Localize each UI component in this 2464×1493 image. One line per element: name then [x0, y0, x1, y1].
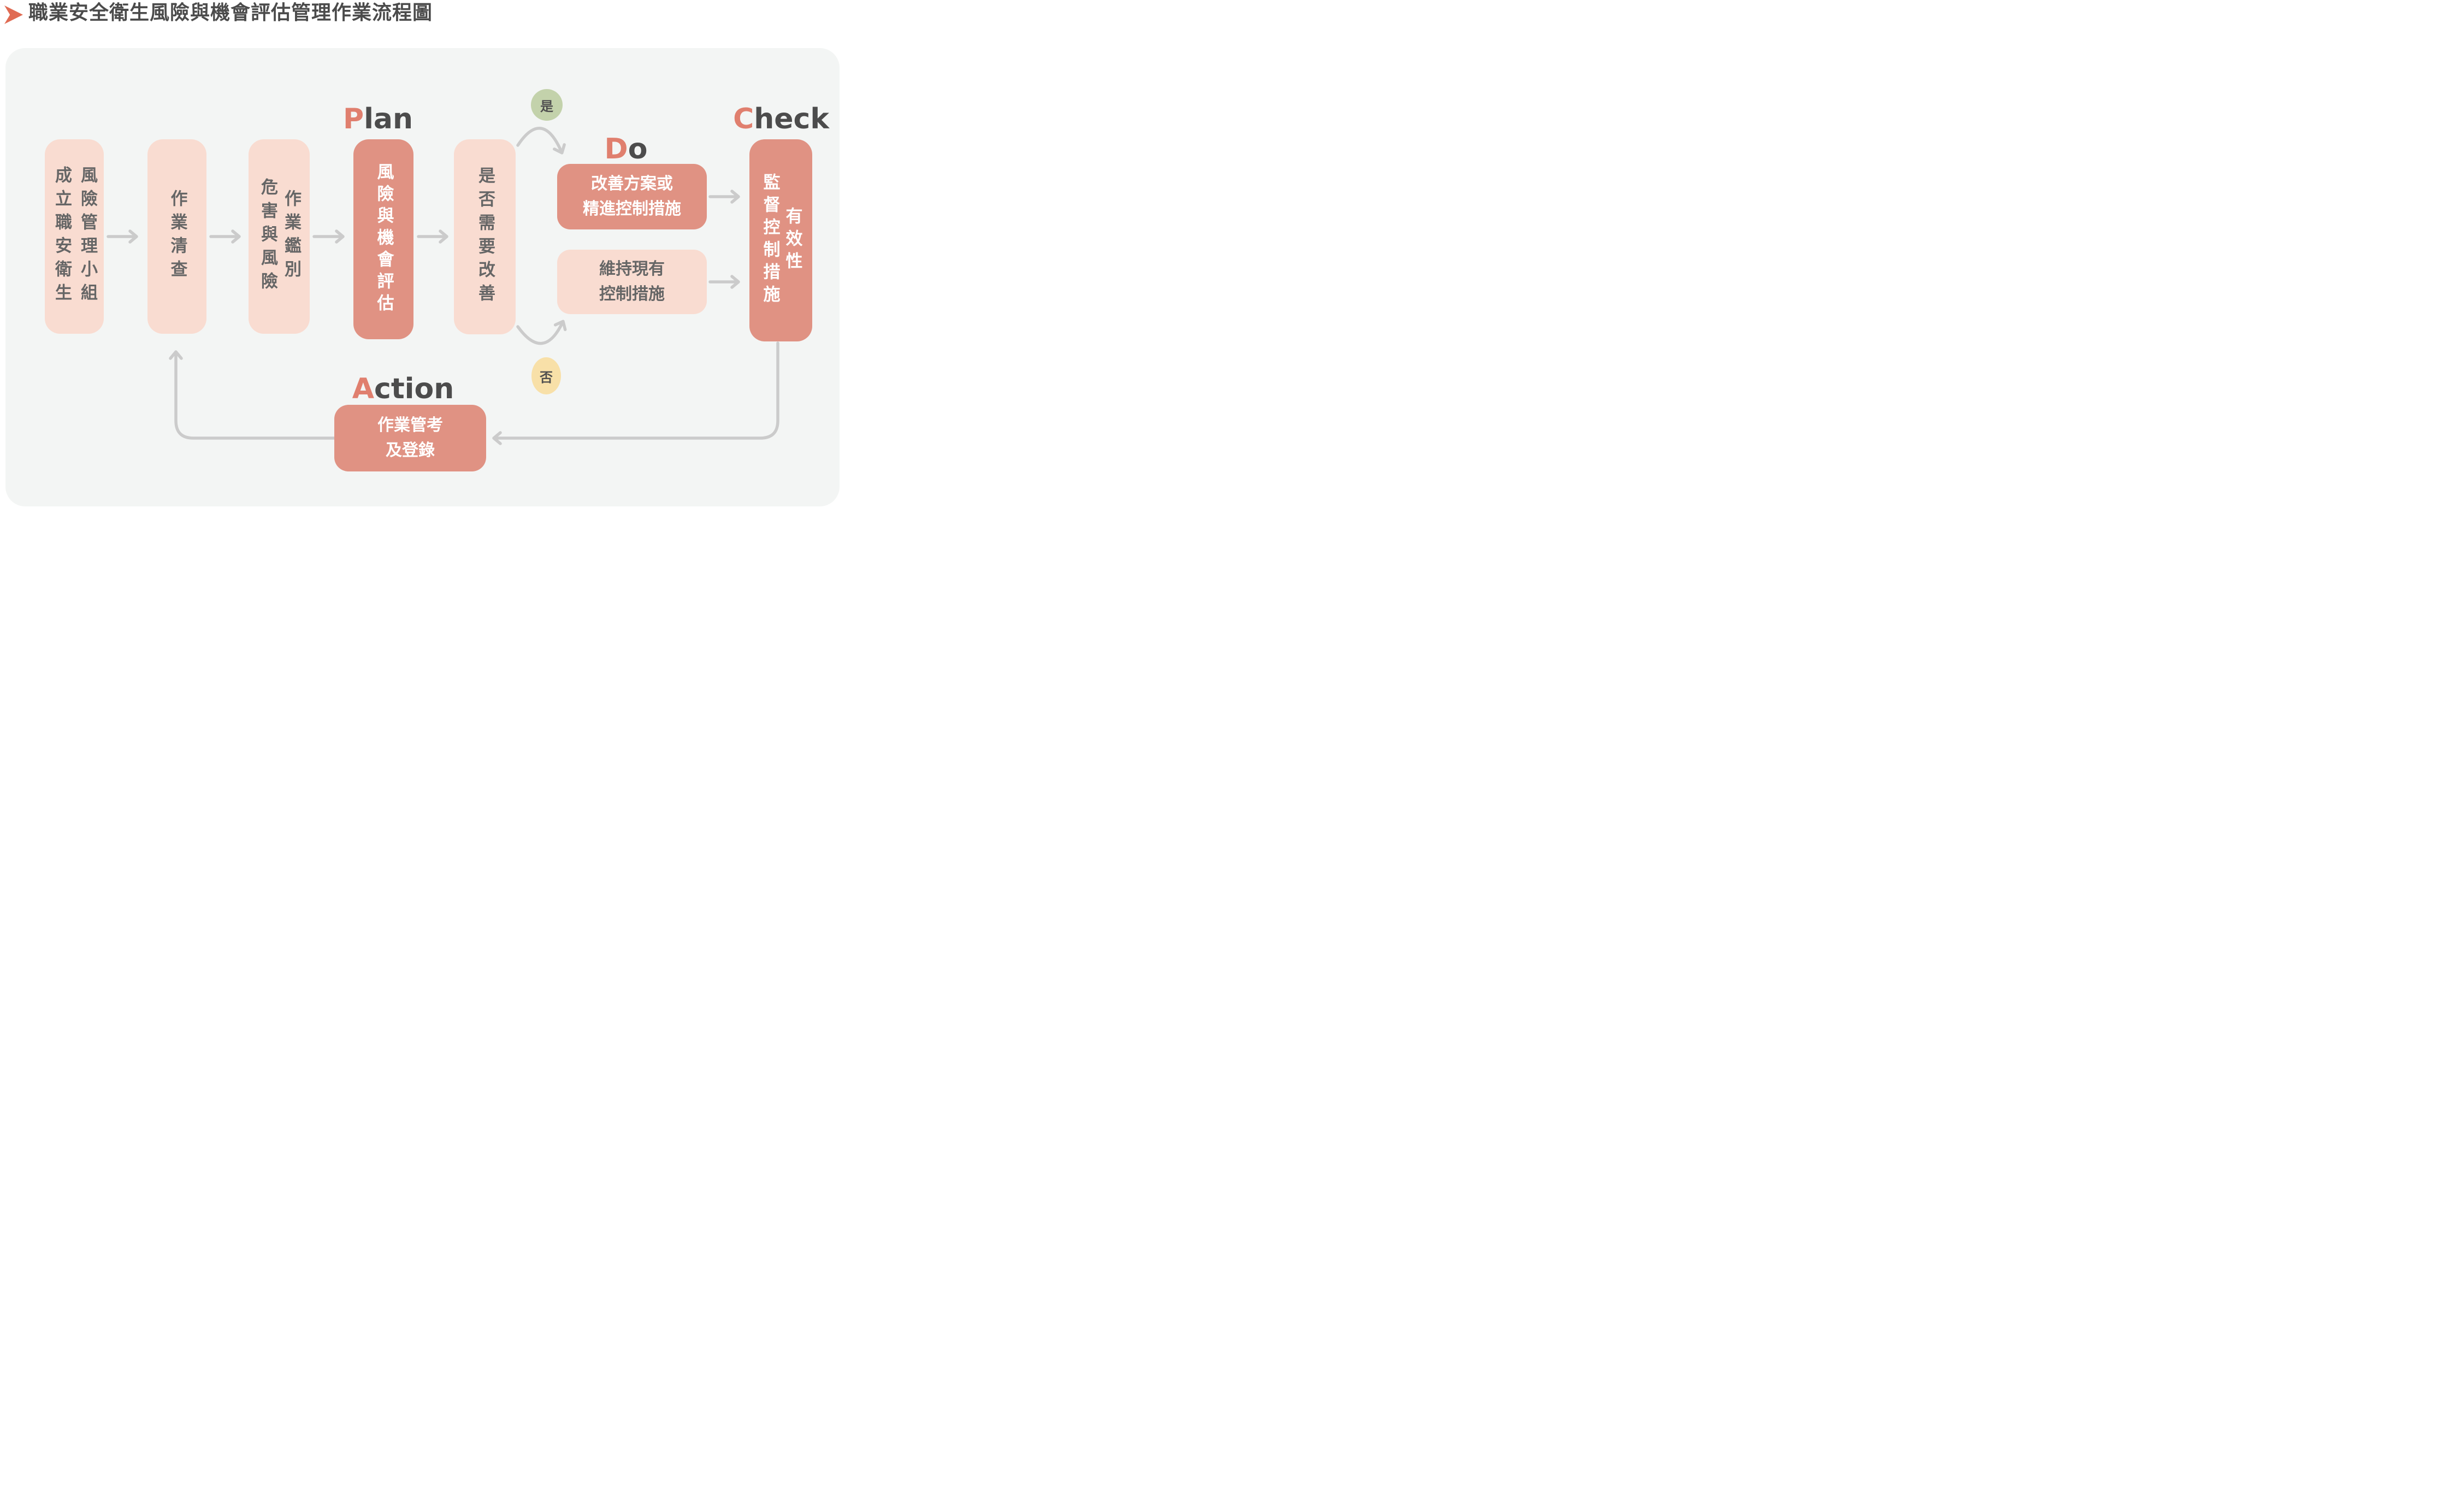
flowchart-page: 職業安全衛生風險與機會評估管理作業流程圖 成立職安衛生 風險管理小組 作 — [0, 0, 845, 512]
node-job-inventory: 作業清查 — [147, 139, 206, 334]
decision-text: 是否需要改善 — [475, 166, 495, 308]
title-arrow-icon — [4, 5, 23, 24]
label-do: Do — [571, 135, 681, 163]
label-plan: Plan — [323, 105, 433, 133]
improve-line1: 改善方案或 — [591, 174, 673, 193]
assessment-text: 風險與機會評估 — [374, 163, 394, 316]
monitor-col-right: 有效性 — [782, 206, 802, 274]
node-risk-opportunity-assessment: 風險與機會評估 — [353, 139, 413, 339]
hazard-col-left: 危害與風險 — [258, 178, 277, 296]
label-check: Check — [726, 105, 836, 133]
action-line2: 及登錄 — [386, 441, 435, 460]
improve-line2: 精進控制措施 — [583, 199, 681, 219]
inventory-text: 作業清查 — [167, 190, 187, 284]
badge-yes: 是 — [531, 89, 563, 121]
node-hazard-identification: 危害與風險 作業鑑別 — [249, 139, 310, 334]
label-plan-rest: lan — [364, 103, 413, 135]
label-action-rest: ction — [374, 373, 454, 405]
monitor-col-left: 監督控制措施 — [760, 173, 780, 308]
team-col-left: 成立職安衛生 — [52, 166, 72, 307]
label-plan-first: P — [342, 103, 364, 135]
hazard-col-right: 作業鑑別 — [281, 190, 301, 284]
node-establish-team: 成立職安衛生 風險管理小組 — [45, 139, 104, 334]
node-review-and-register: 作業管考 及登錄 — [334, 405, 486, 471]
label-check-rest: heck — [754, 103, 829, 135]
node-monitor-effectiveness: 監督控制措施 有效性 — [749, 139, 812, 341]
node-improvement-decision: 是否需要改善 — [454, 139, 516, 334]
label-action-first: A — [352, 373, 374, 405]
page-title: 職業安全衛生風險與機會評估管理作業流程圖 — [28, 2, 433, 24]
node-maintain-controls: 維持現有 控制措施 — [557, 250, 707, 314]
badge-no: 否 — [531, 357, 561, 394]
label-action: Action — [348, 375, 458, 403]
label-check-first: C — [733, 103, 754, 135]
maintain-line1: 維持現有 — [599, 259, 665, 279]
maintain-line2: 控制措施 — [599, 285, 665, 304]
node-improvement-plan: 改善方案或 精進控制措施 — [557, 164, 707, 229]
label-do-rest: o — [628, 133, 648, 166]
team-col-right: 風險管理小組 — [78, 166, 97, 307]
label-do-first: D — [604, 133, 628, 166]
action-line1: 作業管考 — [377, 415, 443, 435]
